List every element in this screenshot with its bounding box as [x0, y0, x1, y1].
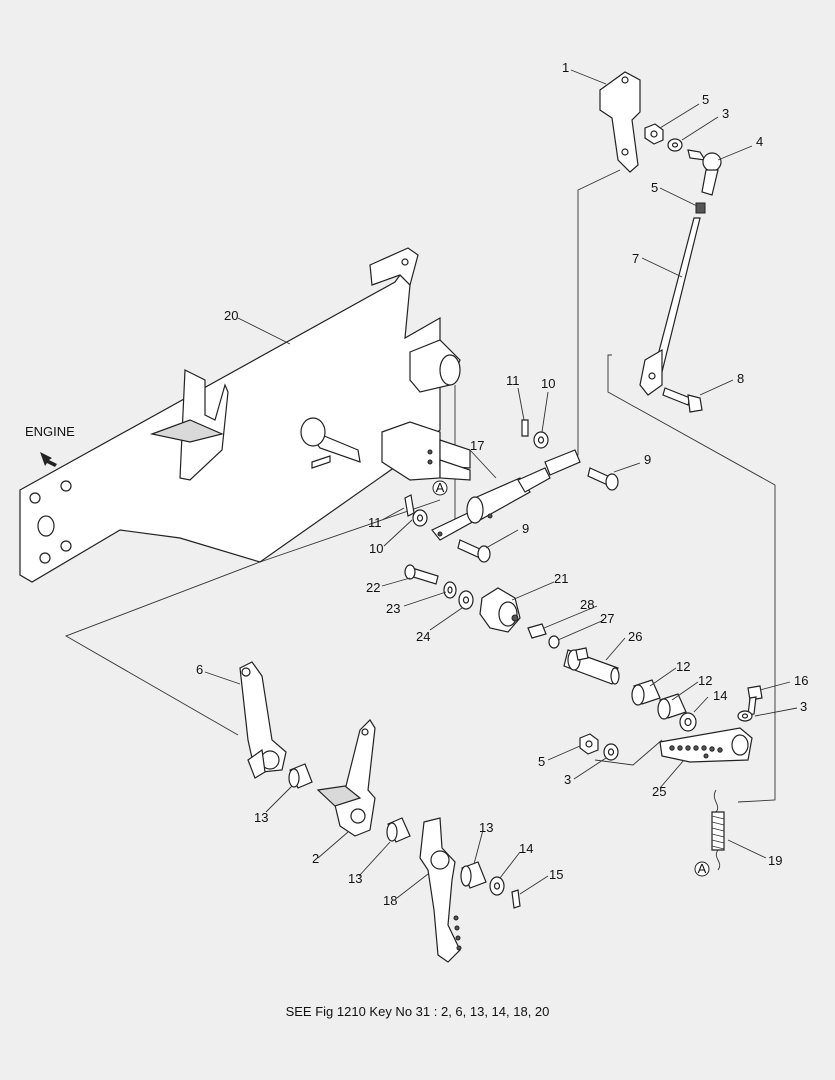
callout-5: 5	[538, 754, 545, 769]
callout-7: 7	[632, 251, 639, 266]
callout-11: 11	[368, 515, 382, 530]
washer-part-14-right	[679, 712, 697, 732]
engine-direction-arrow-icon	[40, 452, 57, 467]
clevis-pin-part-9-lower	[457, 539, 491, 563]
callout-6: 6	[196, 662, 203, 677]
callout-1: 1	[562, 60, 569, 75]
rod-part-7	[639, 217, 701, 396]
lever-part-6	[239, 661, 287, 779]
cotter-pin-part-11-top	[521, 419, 529, 437]
bushing-part-12-a	[631, 679, 661, 706]
svg-text:A: A	[698, 861, 707, 876]
bushing-part-13-c	[460, 861, 487, 889]
callout-17: 17	[470, 438, 484, 453]
callout-13: 13	[479, 820, 493, 835]
callout-9: 9	[522, 521, 529, 536]
actuator-part-17	[431, 449, 581, 541]
callout-28: 28	[580, 597, 594, 612]
engine-label: ENGINE	[25, 424, 75, 439]
callout-5: 5	[651, 180, 658, 195]
lever-part-2	[316, 719, 376, 837]
marker-a-upper: A	[432, 480, 448, 496]
callout-11: 11	[506, 373, 520, 388]
lever-part-18	[419, 817, 462, 963]
washer-part-23	[443, 581, 457, 599]
callout-24: 24	[416, 629, 430, 644]
figure-reference-note: SEE Fig 1210 Key No 31 : 2, 6, 13, 14, 1…	[285, 1004, 550, 1019]
callout-4: 4	[756, 134, 763, 149]
washer-part-10-top	[533, 431, 549, 449]
ball-joint-part-4	[687, 149, 722, 196]
callout-15: 15	[549, 867, 563, 882]
shaft-part-26	[563, 647, 620, 685]
callout-8: 8	[737, 371, 744, 386]
washer-part-3-top	[667, 138, 683, 152]
lever-part-25	[659, 727, 753, 763]
washer-part-3-lower	[603, 743, 619, 761]
callout-9: 9	[644, 452, 651, 467]
callout-19: 19	[768, 853, 782, 868]
callout-numbers: 1 5 3 4 5 7 8 20 11 10 17 9 11 10 9 22 2…	[196, 60, 808, 908]
callout-25: 25	[652, 784, 666, 799]
roller-part-28	[527, 623, 547, 639]
clevis-pin-part-9-upper	[587, 467, 619, 491]
callout-10: 10	[369, 541, 383, 556]
cotter-pin-part-11-lower	[404, 494, 415, 517]
cotter-pin-part-15	[511, 889, 521, 909]
callout-13: 13	[348, 871, 362, 886]
svg-text:A: A	[436, 480, 445, 495]
bolt-part-16	[747, 685, 763, 716]
washer-part-3-right	[737, 710, 753, 722]
callout-3: 3	[722, 106, 729, 121]
bushing-part-13-b	[386, 817, 411, 843]
frame-plate-part-20	[19, 247, 471, 583]
callout-13: 13	[254, 810, 268, 825]
cam-part-21	[479, 587, 521, 633]
marker-a-lower: A	[694, 861, 710, 877]
bolt-part-22	[404, 564, 439, 585]
callout-14: 14	[519, 841, 533, 856]
callout-3: 3	[800, 699, 807, 714]
callout-20: 20	[224, 308, 238, 323]
clip-part-27	[548, 635, 560, 649]
bracket-part-1	[599, 71, 641, 173]
callout-12: 12	[698, 673, 712, 688]
bolt-part-8	[662, 387, 703, 413]
callout-18: 18	[383, 893, 397, 908]
callout-27: 27	[600, 611, 614, 626]
nut-part-5-top	[644, 123, 664, 145]
nut-part-5-lower	[579, 733, 599, 755]
callout-2: 2	[312, 851, 319, 866]
callout-14: 14	[713, 688, 727, 703]
callout-5: 5	[702, 92, 709, 107]
washer-part-14-lower	[489, 876, 505, 896]
bushing-part-13-a	[288, 763, 313, 789]
callout-26: 26	[628, 629, 642, 644]
callout-3: 3	[564, 772, 571, 787]
callout-16: 16	[794, 673, 808, 688]
washer-part-10-lower	[412, 509, 428, 527]
washer-part-24	[458, 590, 474, 610]
callout-22: 22	[366, 580, 380, 595]
callout-12: 12	[676, 659, 690, 674]
bushing-part-12-b	[657, 693, 687, 720]
callout-23: 23	[386, 601, 400, 616]
spring-part-19	[711, 789, 725, 871]
callout-10: 10	[541, 376, 555, 391]
callout-21: 21	[554, 571, 568, 586]
leader-lines	[204, 69, 798, 899]
nut-part-5-rod	[695, 202, 706, 214]
